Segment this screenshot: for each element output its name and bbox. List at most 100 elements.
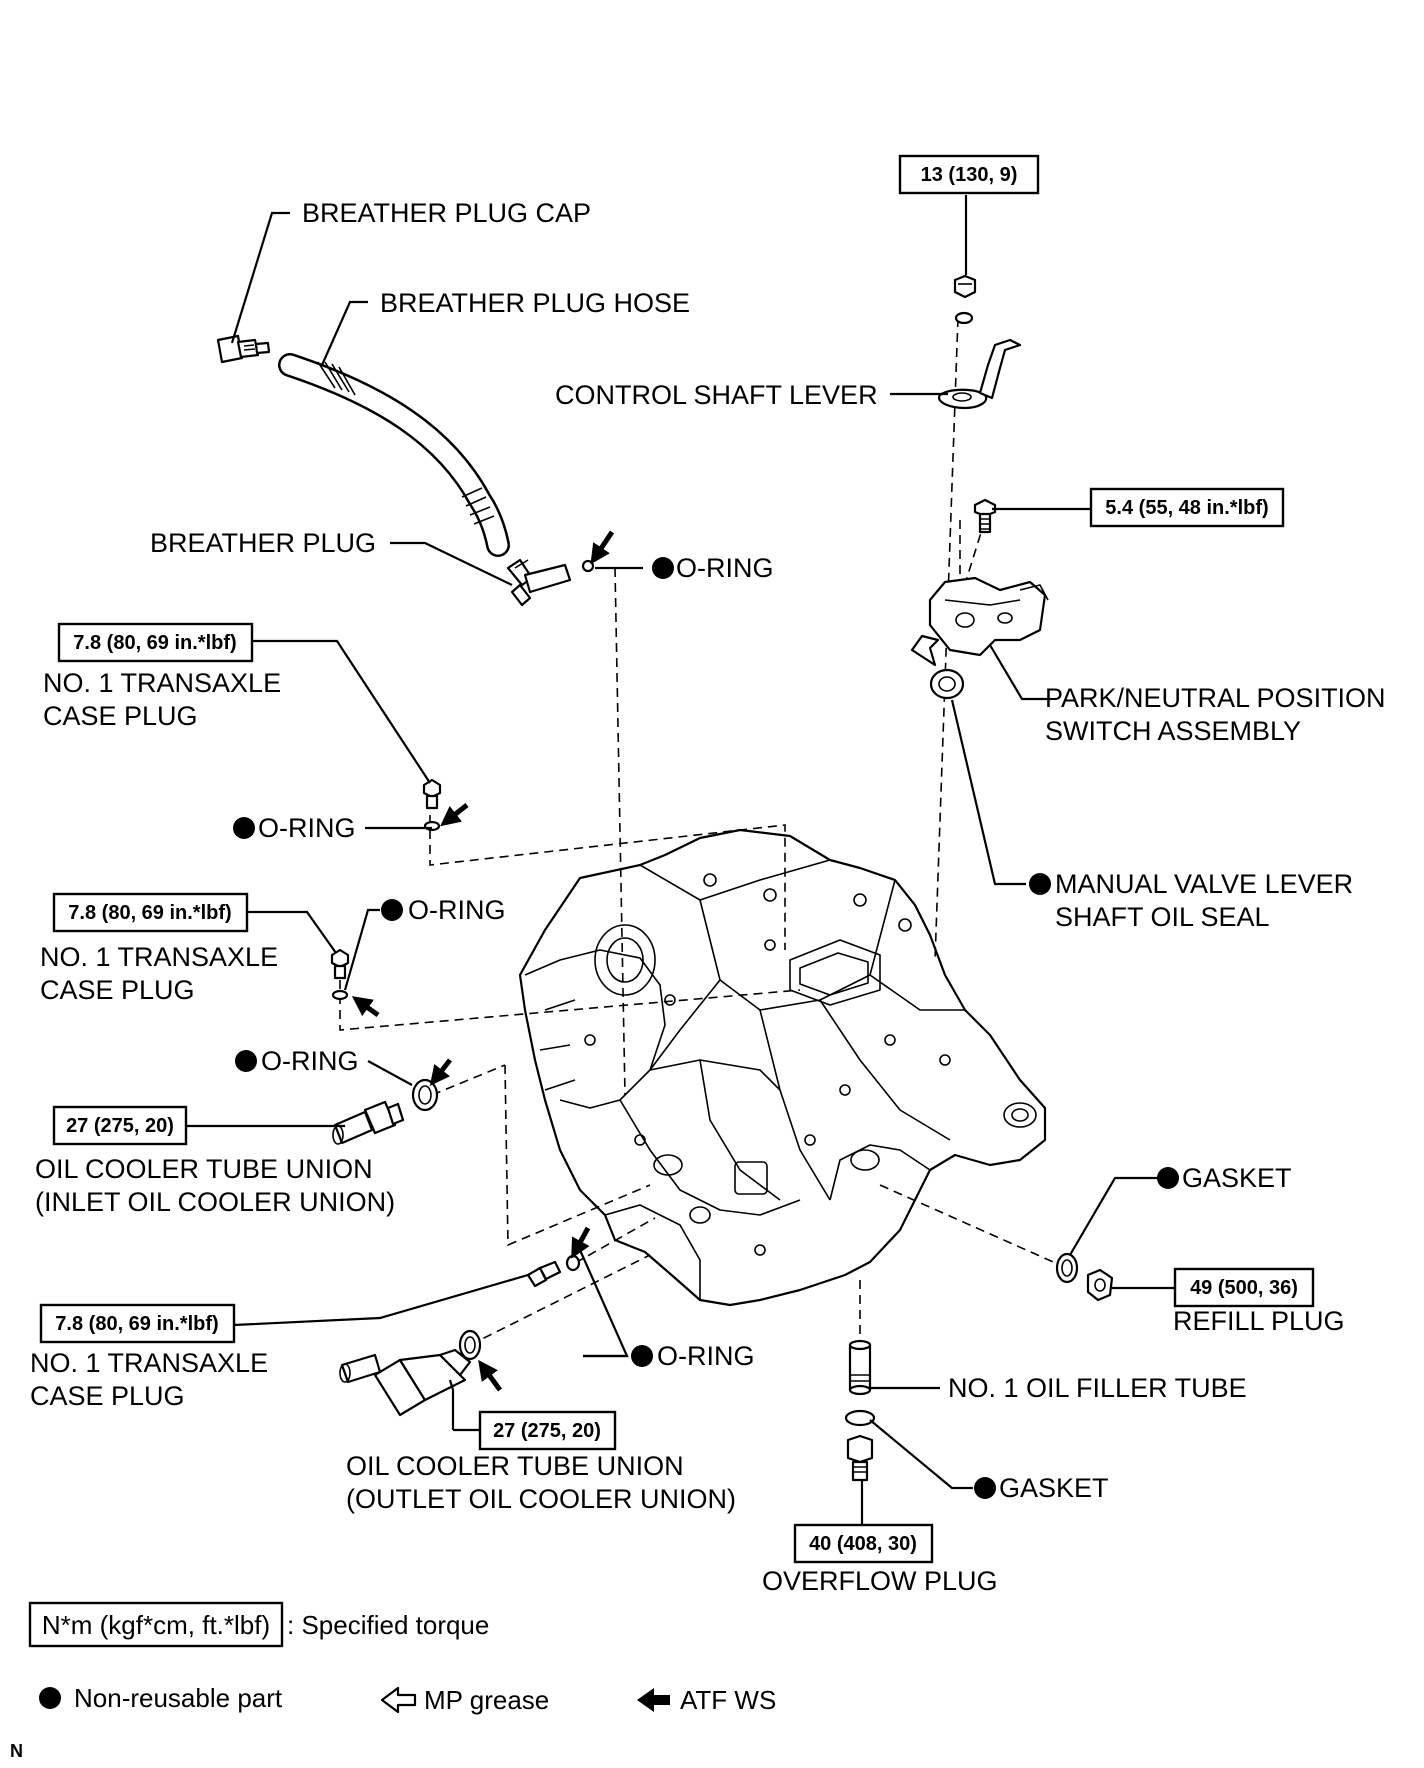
labels: BREATHER PLUG CAP BREATHER PLUG HOSE CON…: [30, 198, 1386, 1596]
control-shaft-lever-part: [937, 338, 1022, 410]
label-inlet-union-line1: OIL COOLER TUBE UNION: [35, 1154, 373, 1184]
atf-arrow-icon: [440, 803, 469, 827]
torque-outlet-union: 27 (275, 20): [493, 1420, 601, 1442]
case-plug-2-part: [330, 948, 350, 1001]
case-plug-3-part: [526, 1254, 581, 1288]
torque-refill-plug: 49 (500, 36): [1190, 1277, 1298, 1299]
torque-control-shaft: 13 (130, 9): [921, 164, 1018, 186]
label-breather-plug: BREATHER PLUG: [150, 528, 376, 558]
control-shaft-nut-part: [953, 274, 977, 325]
atf-arrow-icon: [590, 530, 615, 565]
label-breather-plug-cap: BREATHER PLUG CAP: [302, 198, 591, 228]
oil-filler-tube-part: [848, 1339, 872, 1396]
label-outlet-union-line2: (OUTLET OIL COOLER UNION): [346, 1484, 736, 1514]
torque-pn-switch: 5.4 (55, 48 in.*lbf): [1105, 497, 1268, 519]
transaxle-case: [518, 828, 1047, 1307]
label-o-ring-outlet: O-RING: [657, 1341, 755, 1371]
label-case-plug-3-line2: CASE PLUG: [30, 1381, 185, 1411]
label-case-plug-2-line1: NO. 1 TRANSAXLE: [40, 942, 278, 972]
label-outlet-union-line1: OIL COOLER TUBE UNION: [346, 1451, 684, 1481]
legend-mp-grease: MP grease: [424, 1685, 549, 1715]
label-gasket-refill: GASKET: [1182, 1163, 1292, 1193]
inlet-union-part: [332, 1100, 405, 1145]
torque-box-refill-plug: [1173, 1267, 1315, 1308]
overflow-gasket-part: [844, 1409, 876, 1427]
torque-box-case-plug-3: [39, 1303, 236, 1344]
atf-arrow-icon: [429, 1058, 452, 1086]
label-refill-plug: REFILL PLUG: [1173, 1306, 1345, 1336]
atf-ws-arrows: [351, 530, 615, 1392]
breather-o-ring-part: [581, 559, 595, 573]
legend-unit-box: [28, 1601, 284, 1648]
outlet-union-part: [339, 1348, 472, 1417]
label-pn-switch-line2: SWITCH ASSEMBLY: [1045, 716, 1301, 746]
label-o-ring-breather: O-RING: [676, 553, 774, 583]
non-reusable-dot-icon: [381, 899, 403, 921]
legend-unit-desc: : Specified torque: [287, 1610, 489, 1640]
label-case-plug-1-line2: CASE PLUG: [43, 701, 198, 731]
torque-box-case-plug-1: [57, 622, 254, 663]
breather-plug-cap-part: [216, 334, 271, 364]
torque-case-plug-2: 7.8 (80, 69 in.*lbf): [68, 902, 231, 924]
label-breather-plug-hose: BREATHER PLUG HOSE: [380, 288, 690, 318]
non-reusable-dot-icon: [1157, 1167, 1179, 1189]
label-pn-switch-line1: PARK/NEUTRAL POSITION: [1045, 683, 1386, 713]
label-oil-filler-tube: NO. 1 OIL FILLER TUBE: [948, 1373, 1247, 1403]
mp-grease-arrow-icon: [910, 634, 940, 667]
leader-lines: [186, 195, 1175, 1525]
torque-box-inlet-union: [52, 1105, 188, 1146]
label-gasket-overflow: GASKET: [999, 1473, 1109, 1503]
torque-case-plug-1: 7.8 (80, 69 in.*lbf): [73, 632, 236, 654]
legend-atf-ws: ATF WS: [680, 1685, 776, 1715]
torque-case-plug-3: 7.8 (80, 69 in.*lbf): [55, 1313, 218, 1335]
pn-switch-bolt-part: [973, 498, 997, 534]
label-manual-valve-line2: SHAFT OIL SEAL: [1055, 902, 1270, 932]
torque-overflow-plug: 40 (408, 30): [809, 1533, 917, 1555]
corner-mark: N: [10, 1741, 23, 1761]
inlet-union-o-ring-part: [411, 1078, 439, 1112]
non-reusable-dot-icon: [631, 1345, 653, 1367]
breather-plug-part: [506, 558, 572, 607]
label-case-plug-3-line1: NO. 1 TRANSAXLE: [30, 1348, 268, 1378]
mp-grease-legend-icon: [380, 1686, 417, 1714]
outlet-union-o-ring-part: [458, 1329, 482, 1361]
case-plug-1-part: [422, 778, 442, 832]
label-o-ring-inlet-union: O-RING: [261, 1046, 359, 1076]
non-reusable-dot-icon: [974, 1477, 996, 1499]
torque-box-control-shaft: [898, 154, 1040, 195]
refill-gasket-part: [1055, 1252, 1079, 1284]
torque-inlet-union: 27 (275, 20): [66, 1115, 174, 1137]
torque-box-outlet-union: [478, 1410, 617, 1451]
legend-non-reusable: Non-reusable part: [74, 1683, 283, 1713]
label-case-plug-1-line1: NO. 1 TRANSAXLE: [43, 668, 281, 698]
legend: N*m (kgf*cm, ft.*lbf) : Specified torque…: [10, 1601, 776, 1761]
atf-ws-legend-icon: [637, 1688, 670, 1712]
non-reusable-dot-icon: [235, 1050, 257, 1072]
pn-switch-part: [928, 576, 1049, 657]
label-o-ring-case-plug-1: O-RING: [258, 813, 356, 843]
label-manual-valve-line1: MANUAL VALVE LEVER: [1055, 869, 1353, 899]
breather-plug-hose-part: [278, 353, 510, 557]
non-reusable-dot-icon: [652, 557, 674, 579]
overflow-plug-part: [846, 1434, 874, 1482]
torque-box-case-plug-2: [52, 892, 249, 933]
legend-unit: N*m (kgf*cm, ft.*lbf): [42, 1610, 270, 1640]
label-o-ring-case-plug-2: O-RING: [408, 895, 506, 925]
non-reusable-dot-icon: [233, 817, 255, 839]
atf-arrow-icon: [478, 1359, 503, 1392]
atf-arrow-icon: [351, 996, 380, 1018]
label-inlet-union-line2: (INLET OIL COOLER UNION): [35, 1187, 395, 1217]
torque-boxes: 13 (130, 9) 5.4 (55, 48 in.*lbf) 7.8 (80…: [39, 154, 1315, 1564]
atf-arrow-icon: [571, 1226, 591, 1259]
manual-valve-seal-part: [929, 668, 965, 700]
non-reusable-dot-icon: [1029, 873, 1051, 895]
label-control-shaft-lever: CONTROL SHAFT LEVER: [555, 380, 878, 410]
label-case-plug-2-line2: CASE PLUG: [40, 975, 195, 1005]
label-overflow-plug: OVERFLOW PLUG: [762, 1566, 998, 1596]
torque-box-overflow-plug: [793, 1523, 934, 1564]
non-reusable-legend-dot-icon: [39, 1687, 61, 1709]
torque-box-pn-switch: [1089, 487, 1285, 528]
refill-plug-part: [1086, 1268, 1114, 1302]
